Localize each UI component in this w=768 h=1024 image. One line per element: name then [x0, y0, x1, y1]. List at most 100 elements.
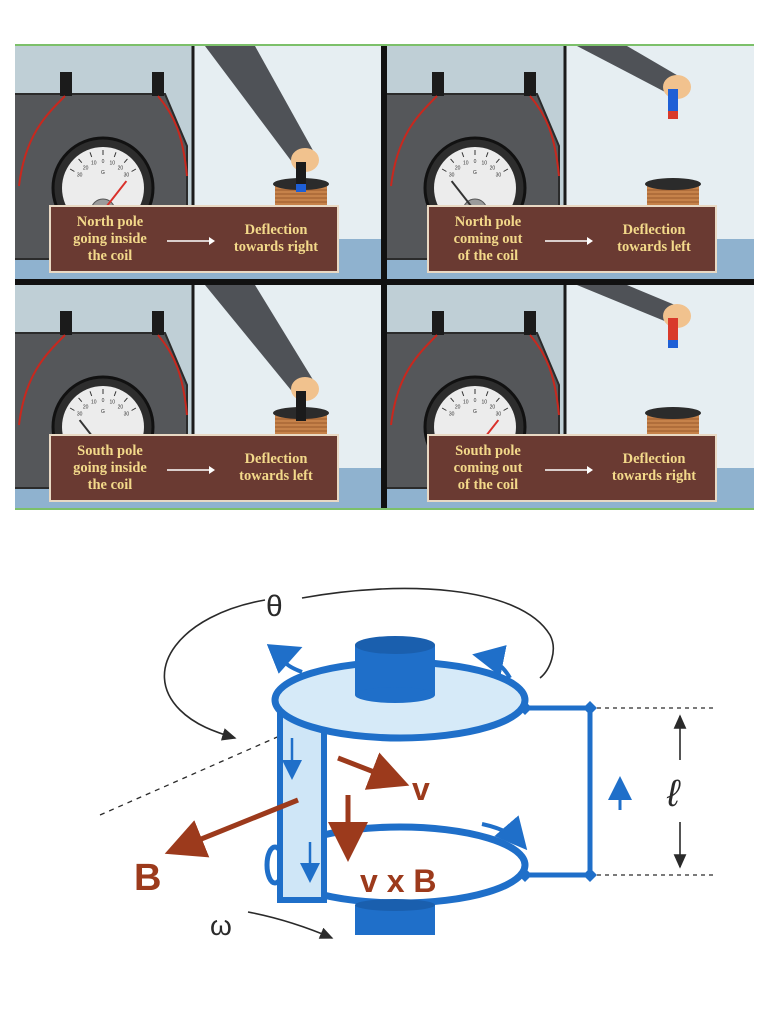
bar-magnet-pole — [668, 111, 678, 119]
bottom-hub-top — [355, 899, 435, 911]
terminal-left-icon — [60, 72, 72, 96]
dial-scale-label: 30 — [449, 173, 455, 179]
dial-scale-label: 0 — [102, 159, 105, 165]
dial-tick — [89, 391, 93, 397]
terminal-right-icon — [524, 311, 536, 335]
arm — [205, 46, 315, 166]
dial-scale-label: 20 — [118, 404, 124, 410]
top-hub-base — [355, 687, 435, 703]
wire-left — [390, 334, 438, 426]
dial-tick — [503, 407, 509, 411]
dial-tick — [113, 152, 117, 158]
dial-tick — [450, 397, 455, 403]
dial-tick — [113, 391, 117, 397]
dial-tick — [450, 158, 455, 164]
arm — [577, 285, 687, 322]
wire-left — [18, 95, 66, 187]
bar-magnet-pole — [296, 184, 306, 192]
velocity-vector — [337, 752, 410, 790]
bar-magnet — [668, 89, 678, 119]
dial-scale-label: 10 — [91, 400, 97, 406]
dial-scale-label: 10 — [91, 161, 97, 167]
wire-right — [157, 95, 188, 177]
bar-magnet — [296, 391, 306, 421]
dial-scale-label: 0 — [102, 398, 105, 404]
arm — [205, 285, 315, 395]
dial-unit-label: G — [473, 409, 477, 415]
wire-right — [529, 95, 560, 177]
dial-tick — [131, 168, 137, 172]
dial-tick — [495, 158, 500, 164]
top-hub-cap — [355, 636, 435, 654]
dial-scale-label: 20 — [455, 404, 461, 410]
dial-scale-label: 20 — [118, 165, 124, 171]
dial-tick — [69, 168, 75, 172]
dial-scale-label: 20 — [83, 165, 89, 171]
right-arrow-icon — [167, 237, 215, 245]
dial-tick — [461, 152, 465, 158]
lower-disk-rotation-arrow — [481, 815, 528, 851]
omega-label: ω — [210, 910, 232, 941]
dial-scale-label: 20 — [83, 404, 89, 410]
dial-scale-label: 30 — [496, 173, 502, 179]
dial-scale-label: 20 — [490, 404, 496, 410]
brush-contact-top — [518, 701, 532, 715]
bar-magnet — [668, 318, 678, 348]
dial-tick — [441, 168, 447, 172]
bar-magnet-pole — [296, 413, 306, 421]
upper-disk-rotation-arrow-left — [266, 644, 303, 674]
bar-magnet-pole — [668, 340, 678, 348]
theta-rotation-arc — [163, 599, 266, 741]
arm — [577, 46, 687, 93]
circuit-node-top — [583, 701, 597, 715]
dial-scale-label: 10 — [481, 161, 487, 167]
dial-tick — [123, 397, 128, 403]
dial-tick — [78, 397, 83, 403]
theta-label: θ — [266, 590, 283, 623]
dial-scale-label: 30 — [496, 412, 502, 418]
dial-scale-label: 0 — [474, 159, 477, 165]
dial-tick — [78, 158, 83, 164]
dial-scale-label: 20 — [455, 165, 461, 171]
brush-contact-bottom — [518, 868, 532, 882]
magnetic-field-label: B — [134, 857, 161, 899]
dial-tick — [123, 158, 128, 164]
upper-disk-rotation-arrow-right — [472, 645, 512, 680]
terminal-right-icon — [152, 311, 164, 335]
terminal-left-icon — [60, 311, 72, 335]
velocity-label: v — [412, 771, 430, 807]
theta-rotation-arc-right — [301, 587, 555, 679]
coil-cap — [645, 407, 701, 419]
right-arrow-icon — [545, 466, 593, 474]
dial-tick — [131, 407, 137, 411]
terminal-left-icon — [432, 311, 444, 335]
dial-scale-label: 0 — [474, 398, 477, 404]
wire-left — [18, 334, 66, 426]
dial-unit-label: G — [101, 409, 105, 415]
circuit-node-bottom — [583, 868, 597, 882]
dial-scale-label: 10 — [463, 161, 469, 167]
omega-rotation-arrow — [247, 911, 334, 939]
wire-right — [157, 334, 188, 416]
dial-tick — [69, 407, 75, 411]
dial-scale-label: 10 — [109, 400, 115, 406]
terminal-right-icon — [152, 72, 164, 96]
dial-tick — [485, 152, 489, 158]
dial-unit-label: G — [101, 170, 105, 176]
magnetic-field-vector — [164, 797, 299, 858]
dial-tick — [503, 168, 509, 172]
